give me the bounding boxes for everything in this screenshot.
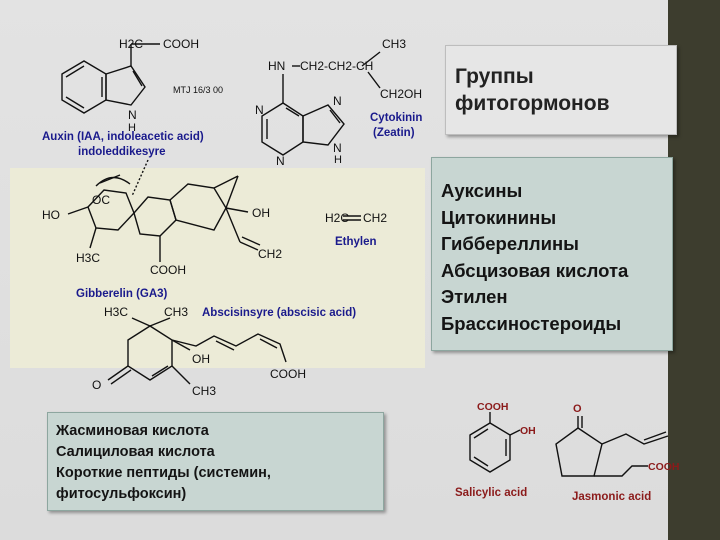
- gibberelin-oc: OC: [92, 193, 110, 207]
- gibberelin-oh: OH: [252, 206, 270, 220]
- gibberelin-ho: HO: [42, 208, 60, 222]
- other-group-item: фитосульфоксин): [56, 486, 187, 502]
- title-line-2: фитогормонов: [455, 92, 610, 115]
- hormone-groups-box: Ауксины Цитокинины Гиббереллины Абсцизов…: [431, 157, 673, 351]
- title-line-1: Группы: [455, 65, 534, 88]
- abscisic-cooh: COOH: [270, 367, 306, 381]
- ethylen-structure: [343, 215, 361, 221]
- abscisic-ch3-bottom: CH3: [192, 384, 216, 398]
- cytokinin-n1: N: [255, 103, 264, 117]
- auxin-h: H: [128, 122, 136, 134]
- salicylic-label: Salicylic acid: [455, 487, 527, 499]
- auxin-ch2: H2C: [119, 37, 143, 51]
- group-item: Ауксины: [441, 180, 523, 201]
- salicylic-cooh: COOH: [477, 401, 509, 413]
- gibberelin-ch2: CH2: [258, 247, 282, 261]
- abscisic-panel-bg: [100, 292, 425, 362]
- auxin-n: N: [128, 108, 137, 122]
- abscisic-o: O: [92, 378, 101, 392]
- gibberelin-h3c: H3C: [76, 251, 100, 265]
- abscisic-label: Abscisinsyre (abscisic acid): [202, 307, 356, 319]
- jasmonic-cooh: COOH: [648, 461, 680, 473]
- cytokinin-h: H: [334, 154, 342, 166]
- auxin-structure: [61, 43, 160, 114]
- group-item: Цитокинины: [441, 206, 557, 228]
- cytokinin-n3: N: [276, 154, 285, 168]
- cytokinin-hn: HN: [268, 59, 285, 73]
- cytokinin-structure: [261, 51, 381, 156]
- cytokinin-ch3: CH3: [382, 37, 406, 51]
- jasmonic-label: Jasmonic acid: [572, 491, 651, 503]
- gibberelin-cooh: COOH: [150, 263, 186, 277]
- cytokinin-ch2oh: CH2OH: [380, 87, 422, 101]
- reference-code: MTJ 16/3 00: [173, 85, 223, 95]
- cytokinin-n9: N: [333, 141, 342, 155]
- jasmonic-o: O: [573, 403, 582, 415]
- jasmonic-structure: [555, 416, 669, 477]
- auxin-label-2: indoleddikesyre: [78, 146, 166, 158]
- other-group-item: Жасминовая кислота: [56, 423, 209, 439]
- other-group-item: Короткие пептиды (системин,: [56, 465, 271, 481]
- group-item: Брассиностероиды: [441, 312, 622, 334]
- auxin-label-1: Auxin (IAA, indoleacetic acid): [42, 131, 204, 143]
- abscisic-ch3-top: CH3: [164, 305, 188, 319]
- other-group-item: Салициловая кислота: [56, 444, 215, 460]
- group-item: Этилен: [441, 286, 508, 307]
- group-item: Абсцизовая кислота: [441, 259, 629, 281]
- cytokinin-chain: CH2-CH2-CH: [300, 59, 373, 73]
- ethylen-label: Ethylen: [335, 236, 377, 248]
- other-groups-box: Жасминовая кислота Салициловая кислота К…: [47, 412, 384, 511]
- abscisic-oh: OH: [192, 352, 210, 366]
- title-box: Группы фитогормонов: [445, 45, 677, 135]
- salicylic-oh: OH: [520, 425, 536, 437]
- ethylen-h2c: H2C: [325, 211, 349, 225]
- gibberelin-label: Gibberelin (GA3): [76, 288, 168, 300]
- group-item: Гиббереллины: [441, 233, 579, 254]
- cytokinin-label-1: Cytokinin: [370, 112, 422, 124]
- gibberelin-structure: [67, 159, 261, 262]
- ethylen-ch2: CH2: [363, 211, 387, 225]
- abscisic-h3c: H3C: [104, 305, 128, 319]
- salicylic-structure: [469, 412, 521, 473]
- abscisic-structure: [107, 317, 287, 385]
- cytokinin-n7: N: [333, 94, 342, 108]
- cytokinin-label-2: (Zeatin): [373, 127, 415, 139]
- auxin-cooh: COOH: [163, 37, 199, 51]
